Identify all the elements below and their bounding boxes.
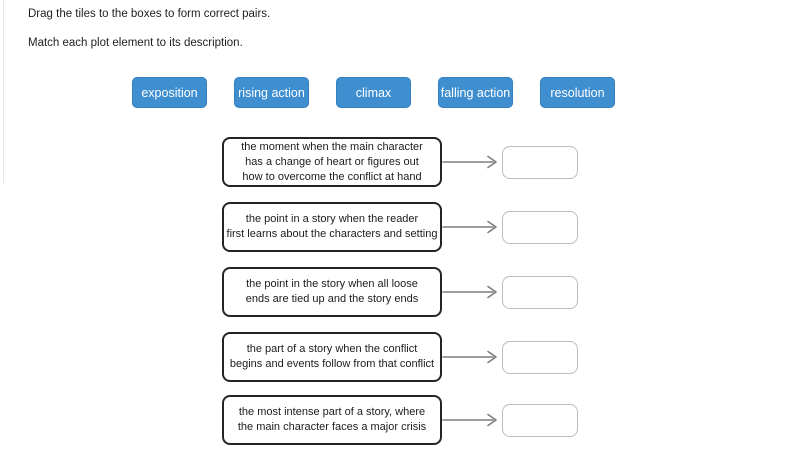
right-arrow-icon — [442, 137, 502, 187]
description-box: the point in a story when the reader fir… — [222, 202, 442, 252]
description-box: the point in the story when all loose en… — [222, 267, 442, 317]
description-box: the most intense part of a story, where … — [222, 395, 442, 445]
instruction-secondary: Match each plot element to its descripti… — [28, 37, 243, 49]
drop-box[interactable] — [502, 210, 578, 244]
pair-row: the point in a story when the reader fir… — [222, 202, 578, 252]
instruction-primary: Drag the tiles to the boxes to form corr… — [28, 8, 271, 20]
drop-box[interactable] — [502, 340, 578, 374]
right-arrow-icon — [442, 267, 502, 317]
drop-box[interactable] — [502, 145, 578, 179]
tile-exposition[interactable]: exposition — [132, 77, 207, 108]
pair-row: the most intense part of a story, where … — [222, 395, 578, 445]
right-arrow-icon — [442, 395, 502, 445]
drop-box[interactable] — [502, 403, 578, 437]
tile-climax[interactable]: climax — [336, 77, 411, 108]
right-arrow-icon — [442, 332, 502, 382]
drop-box[interactable] — [502, 275, 578, 309]
pair-row: the point in the story when all loose en… — [222, 267, 578, 317]
tile-rising-action[interactable]: rising action — [234, 77, 309, 108]
right-arrow-icon — [442, 202, 502, 252]
page-edge-line — [3, 0, 4, 183]
tiles-row: exposition rising action climax falling … — [132, 77, 615, 108]
pair-row: the moment when the main character has a… — [222, 137, 578, 187]
description-box: the part of a story when the conflict be… — [222, 332, 442, 382]
tile-falling-action[interactable]: falling action — [438, 77, 513, 108]
tile-resolution[interactable]: resolution — [540, 77, 615, 108]
pair-row: the part of a story when the conflict be… — [222, 332, 578, 382]
description-box: the moment when the main character has a… — [222, 137, 442, 187]
